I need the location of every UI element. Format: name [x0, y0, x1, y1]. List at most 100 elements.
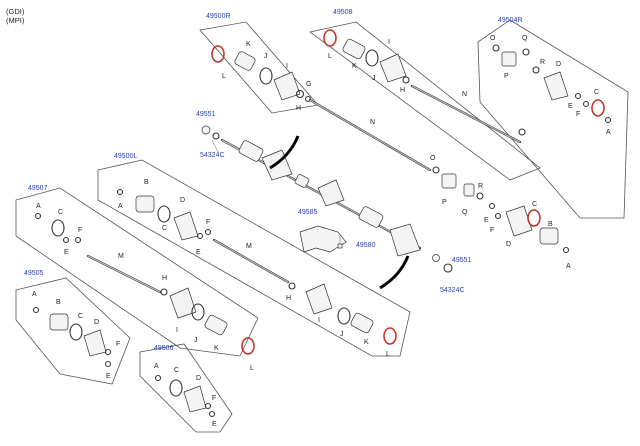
- callout-49507[interactable]: 49507: [28, 185, 48, 192]
- label-K: K: [246, 41, 251, 48]
- label-49500L-E: E: [196, 249, 201, 256]
- label-49500L-K: K: [364, 339, 369, 346]
- group-49504R: O P Q R D E F C A: [490, 35, 612, 136]
- callout-49505[interactable]: 49505: [24, 270, 44, 277]
- label-49504R-E: E: [568, 103, 573, 110]
- callout-49551-bottom[interactable]: 49551: [452, 257, 472, 264]
- part-49500L-E: [196, 232, 204, 240]
- pointer-arc-top: [269, 135, 300, 170]
- part-49508-K: [342, 38, 366, 60]
- label-49505-B: B: [56, 299, 61, 306]
- part-49500L-H: [288, 282, 296, 290]
- label-49505-F: F: [116, 341, 120, 348]
- part-49507-F: [74, 236, 82, 244]
- cv-joint-outer-left: [238, 140, 264, 162]
- bolt-49580: [337, 243, 343, 249]
- label-L: L: [222, 73, 226, 80]
- part-right-F: [494, 212, 502, 220]
- part-49507-A: [34, 212, 42, 220]
- callout-49551-top[interactable]: 49551: [196, 111, 216, 118]
- part-49504R-F: [582, 100, 590, 108]
- part-49504R-Q: [522, 48, 530, 56]
- callout-49508[interactable]: 49508: [333, 9, 353, 16]
- part-right-C: [527, 209, 541, 227]
- part-49505-C: [69, 323, 83, 341]
- part-49500L-I: [305, 283, 333, 315]
- label-right-B: B: [548, 221, 553, 228]
- part-49505-A: [32, 306, 40, 314]
- label-49504R-Q: Q: [522, 35, 528, 42]
- boot-inner-left: [317, 179, 345, 207]
- callout-54324C-bottom[interactable]: 54324C: [440, 287, 465, 294]
- label-49507-J: J: [194, 337, 198, 344]
- label-49507-M: M: [118, 253, 124, 260]
- cv-joint-inner-left: [358, 206, 384, 228]
- callout-54324C-top[interactable]: 54324C: [200, 152, 225, 159]
- label-49507-E: E: [64, 249, 69, 256]
- part-49500L-J: [337, 307, 351, 325]
- part-49505-F: [104, 348, 112, 356]
- callout-49500L[interactable]: 49500L: [114, 153, 137, 160]
- label-49504R-D: D: [556, 61, 561, 68]
- label-49506-A: A: [154, 363, 159, 370]
- callout-49585[interactable]: 49585: [298, 209, 318, 216]
- part-49500L-K: [350, 312, 374, 334]
- label-right-A: A: [566, 263, 571, 270]
- part-49504R-C: [591, 99, 605, 117]
- part-49500L-C: [157, 205, 171, 223]
- label-49507-K: K: [214, 345, 219, 352]
- part-49506-D: [183, 385, 207, 413]
- label-49507-C: C: [58, 209, 63, 216]
- part-49500L-A: [116, 188, 124, 196]
- label-49507-I: I: [176, 327, 178, 334]
- label-49500L-H: H: [286, 295, 291, 302]
- part-boot-I: [273, 71, 301, 101]
- label-49500L-B: B: [144, 179, 149, 186]
- pointer-arc-bottom: [379, 255, 410, 290]
- part-49508-small-ring: [518, 128, 526, 136]
- panel-49500L: [97, 159, 411, 357]
- part-49504R-D: [543, 71, 569, 101]
- part-49506-E: [208, 410, 216, 418]
- label-right-F: F: [490, 227, 494, 234]
- callout-49580[interactable]: 49580: [356, 242, 376, 249]
- part-49504R-E: [574, 92, 582, 100]
- label-49500L-J: J: [340, 331, 344, 338]
- part-49507-K: [204, 314, 228, 336]
- part-49500L-F: [204, 228, 212, 236]
- label-49500L-C: C: [162, 225, 167, 232]
- label-49500L-M: M: [246, 243, 252, 250]
- center-assembly: N: [201, 98, 453, 290]
- group-49500R: L K J I H G: [211, 41, 312, 112]
- group-49500L: A B C D E F M H I J K L: [116, 179, 397, 358]
- callout-49504R[interactable]: 49504R: [498, 17, 523, 24]
- part-right-O: [432, 166, 440, 174]
- label-right-D: D: [506, 241, 511, 248]
- part-49508-L: [323, 29, 337, 47]
- label-49500L-L: L: [386, 351, 390, 358]
- callout-49506[interactable]: 49506: [154, 345, 174, 352]
- part-right-E: [488, 202, 496, 210]
- part-49508-H: [402, 76, 410, 84]
- group-right-lower: O P Q R E F D C B A: [430, 155, 571, 270]
- label-49504R-R: R: [540, 59, 545, 66]
- part-49507-L: [241, 337, 255, 355]
- part-ring-H: [295, 89, 305, 99]
- label-49505-C: C: [78, 313, 83, 320]
- part-49508-I: [379, 53, 407, 83]
- group-49506: A C D F E: [154, 363, 217, 428]
- label-49507-H: H: [162, 275, 167, 282]
- label-right-C: C: [532, 201, 537, 208]
- label-49504R-F: F: [576, 111, 580, 118]
- part-49505-E: [104, 360, 112, 368]
- label-49507-L: L: [250, 365, 254, 372]
- callout-49500R[interactable]: 49500R: [206, 13, 231, 20]
- label-49504R-C: C: [594, 89, 599, 96]
- label-49508-K: K: [352, 63, 357, 70]
- panel-49507: [15, 187, 259, 357]
- part-49505-D: [83, 329, 107, 357]
- part-snap-G: [304, 95, 312, 103]
- part-nut-49551-bottom: [432, 254, 440, 262]
